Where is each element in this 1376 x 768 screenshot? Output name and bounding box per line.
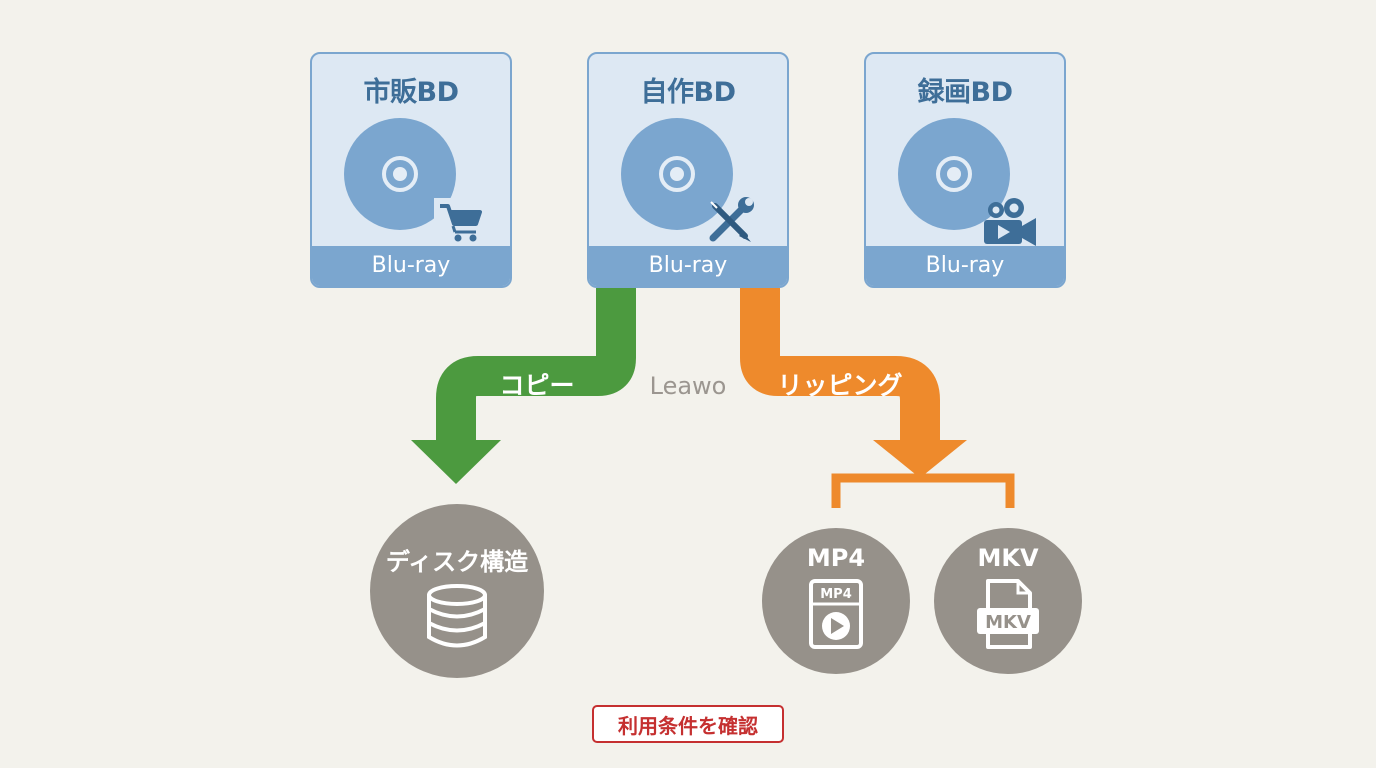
file-type-label: MKV xyxy=(985,612,1031,633)
center-label: Leawo xyxy=(650,372,727,400)
file-type-label: MP4 xyxy=(820,587,852,602)
output-label: ディスク構造 xyxy=(385,548,529,576)
card-homemade-bd: 自作BD Blu-ray xyxy=(587,52,789,288)
card-footer: Blu-ray xyxy=(589,246,787,286)
output-label: MP4 xyxy=(806,544,866,572)
output-label: MKV xyxy=(977,544,1039,572)
rip-arrowhead xyxy=(873,440,967,478)
card-recorded-bd: 録画BD Blu-ray xyxy=(864,52,1066,288)
output-mp4: MP4 MP4 xyxy=(762,528,910,674)
card-footer: Blu-ray xyxy=(866,246,1064,286)
rip-split-bracket xyxy=(831,473,1015,508)
disc-icon xyxy=(898,118,1036,246)
card-title: 市販BD xyxy=(363,77,460,108)
mp4-file-icon: MP4 xyxy=(809,579,863,649)
disc-icon xyxy=(344,118,482,244)
card-commercial-bd: 市販BD Blu-ray xyxy=(310,52,512,288)
terms-button[interactable]: 利用条件を確認 xyxy=(592,705,784,743)
rip-arrow xyxy=(740,288,940,440)
output-disc-structure: ディスク構造 xyxy=(370,504,544,678)
copy-label: コピー xyxy=(499,371,574,400)
video-camera-icon xyxy=(984,198,1036,246)
copy-arrow xyxy=(436,288,636,440)
output-mkv: MKV MKV xyxy=(934,528,1082,674)
card-title: 自作BD xyxy=(640,77,737,108)
card-footer: Blu-ray xyxy=(312,246,510,286)
rip-label: リッピング xyxy=(777,371,902,400)
tools-icon xyxy=(709,197,754,242)
shopping-cart-icon xyxy=(434,198,482,244)
disc-icon xyxy=(621,118,754,242)
mkv-file-icon: MKV xyxy=(977,579,1039,649)
database-icon xyxy=(427,584,487,648)
copy-arrowhead xyxy=(411,440,501,484)
card-title: 録画BD xyxy=(917,77,1014,108)
